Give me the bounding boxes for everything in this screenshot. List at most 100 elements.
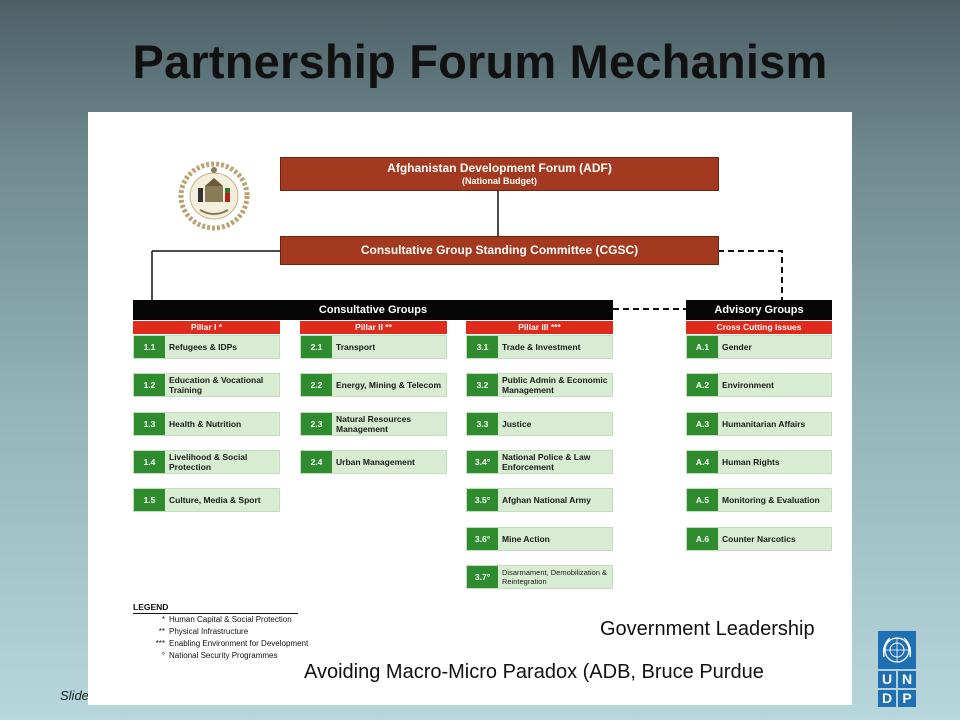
group-label: Transport	[336, 341, 376, 352]
legend-symbol: **	[158, 627, 165, 636]
org-chart-panel: Afghanistan Development Forum (ADF) (Nat…	[88, 112, 852, 705]
undp-letter: P	[898, 690, 916, 707]
group-item: 2.4 Urban Management	[300, 450, 447, 474]
legend-symbol: *	[161, 615, 165, 624]
group-number: 2.4	[301, 451, 332, 473]
group-item: A.4 Human Rights	[686, 450, 832, 474]
group-label: Environment	[722, 379, 774, 390]
group-item: 2.2 Energy, Mining & Telecom	[300, 373, 447, 397]
advisory-groups-header: Advisory Groups	[686, 300, 832, 320]
legend-symbol: ***	[155, 639, 165, 648]
group-number: A.6	[687, 528, 718, 550]
group-label: Urban Management	[336, 456, 415, 467]
consultative-groups-header: Consultative Groups	[133, 300, 613, 320]
group-label: Mine Action	[502, 533, 550, 544]
group-number: A.3	[687, 413, 718, 435]
connector-lines	[151, 190, 783, 310]
un-emblem-icon	[878, 631, 916, 669]
group-number: A.5	[687, 489, 718, 511]
undp-logo: U N D P	[878, 631, 916, 707]
slide-title: Partnership Forum Mechanism	[132, 35, 828, 88]
group-number: 3.3	[467, 413, 498, 435]
group-number: 1.5	[134, 489, 165, 511]
group-number: 1.4	[134, 451, 165, 473]
undp-letter: N	[898, 671, 916, 688]
group-item: 3.7°Disarmament, Demobilization & Reinte…	[466, 565, 613, 589]
caption-government-leadership: Government Leadership	[600, 618, 815, 640]
undp-letter: D	[878, 690, 896, 707]
group-label: Culture, Media & Sport	[169, 494, 261, 505]
group-label: Health & Nutrition	[169, 418, 242, 429]
group-label: National Police & Law Enforcement	[502, 451, 591, 473]
group-item: 1.5 Culture, Media & Sport	[133, 488, 280, 512]
undp-letter: U	[878, 671, 896, 688]
legend-title: LEGEND	[133, 602, 298, 614]
group-label: Natural Resources Management	[336, 413, 412, 435]
group-item: 3.3 Justice	[466, 412, 613, 436]
group-item: 3.1 Trade & Investment	[466, 335, 613, 359]
legend-text: National Security Programmes	[169, 651, 278, 660]
group-number: 3.1	[467, 336, 498, 358]
group-number: 1.3	[134, 413, 165, 435]
group-label: Human Rights	[722, 456, 780, 467]
group-item: 1.3 Health & Nutrition	[133, 412, 280, 436]
group-label: Public Admin & Economic Management	[502, 374, 608, 396]
pillar-3-header: Pillar III ***	[466, 321, 613, 334]
group-label: Education & Vocational Training	[169, 374, 264, 396]
group-item: A.2 Environment	[686, 373, 832, 397]
adf-title: Afghanistan Development Forum (ADF)	[387, 161, 612, 175]
group-label: Energy, Mining & Telecom	[336, 379, 442, 390]
group-number: A.4	[687, 451, 718, 473]
group-item: 3.5° Afghan National Army	[466, 488, 613, 512]
group-number: 3.5°	[467, 489, 498, 511]
group-number: 2.2	[301, 374, 332, 396]
group-number: 3.2	[467, 374, 498, 396]
legend-row: * Human Capital & Social Protection	[133, 614, 308, 626]
group-label: Refugees & IDPs	[169, 341, 238, 352]
group-number: 1.1	[134, 336, 165, 358]
legend-symbol: °	[161, 651, 165, 660]
legend-row: *** Enabling Environment for Development	[133, 638, 309, 650]
group-number: 3.6°	[467, 528, 498, 550]
group-number: A.1	[687, 336, 718, 358]
pillar-1-header: Pillar I *	[133, 321, 280, 334]
slide-footer-note: Slide	[60, 688, 89, 703]
group-number: 2.3	[301, 413, 332, 435]
group-number: 1.2	[134, 374, 165, 396]
adf-subtitle: (National Budget)	[462, 176, 537, 186]
group-item: 3.6° Mine Action	[466, 527, 613, 551]
group-label: Afghan National Army	[502, 494, 591, 505]
group-number: 2.1	[301, 336, 332, 358]
undp-letters: U N D P	[878, 671, 916, 707]
group-number: 3.4°	[467, 451, 498, 473]
group-item: 2.1 Transport	[300, 335, 447, 359]
afghan-emblem-icon	[178, 161, 250, 231]
pillar-2-header: Pillar II **	[300, 321, 447, 334]
legend-text: Enabling Environment for Development	[169, 639, 309, 648]
group-number: A.2	[687, 374, 718, 396]
adf-box: Afghanistan Development Forum (ADF) (Nat…	[280, 157, 719, 191]
group-item: 1.1 Refugees & IDPs	[133, 335, 280, 359]
legend-text: Physical Infrastructure	[169, 627, 249, 636]
group-item: A.5 Monitoring & Evaluation	[686, 488, 832, 512]
legend-text: Human Capital & Social Protection	[169, 615, 292, 624]
group-label: Justice	[502, 418, 532, 429]
legend: LEGEND * Human Capital & Social Protectio…	[133, 602, 308, 662]
group-label: Counter Narcotics	[722, 533, 796, 544]
group-label: Humanitarian Affairs	[722, 418, 806, 429]
group-item: A.1 Gender	[686, 335, 832, 359]
legend-row: ** Physical Infrastructure	[133, 626, 308, 638]
group-item: A.6 Counter Narcotics	[686, 527, 832, 551]
legend-row: ° National Security Programmes	[133, 650, 308, 662]
cross-cutting-header: Cross Cutting Issues	[686, 321, 832, 334]
group-label: Disarmament, Demobilization & Reintegrat…	[502, 567, 608, 587]
cgsc-box: Consultative Group Standing Committee (C…	[280, 236, 719, 265]
group-label: Trade & Investment	[502, 341, 581, 352]
group-label: Monitoring & Evaluation	[722, 494, 820, 505]
group-item: A.3 Humanitarian Affairs	[686, 412, 832, 436]
group-label: Gender	[722, 341, 752, 352]
